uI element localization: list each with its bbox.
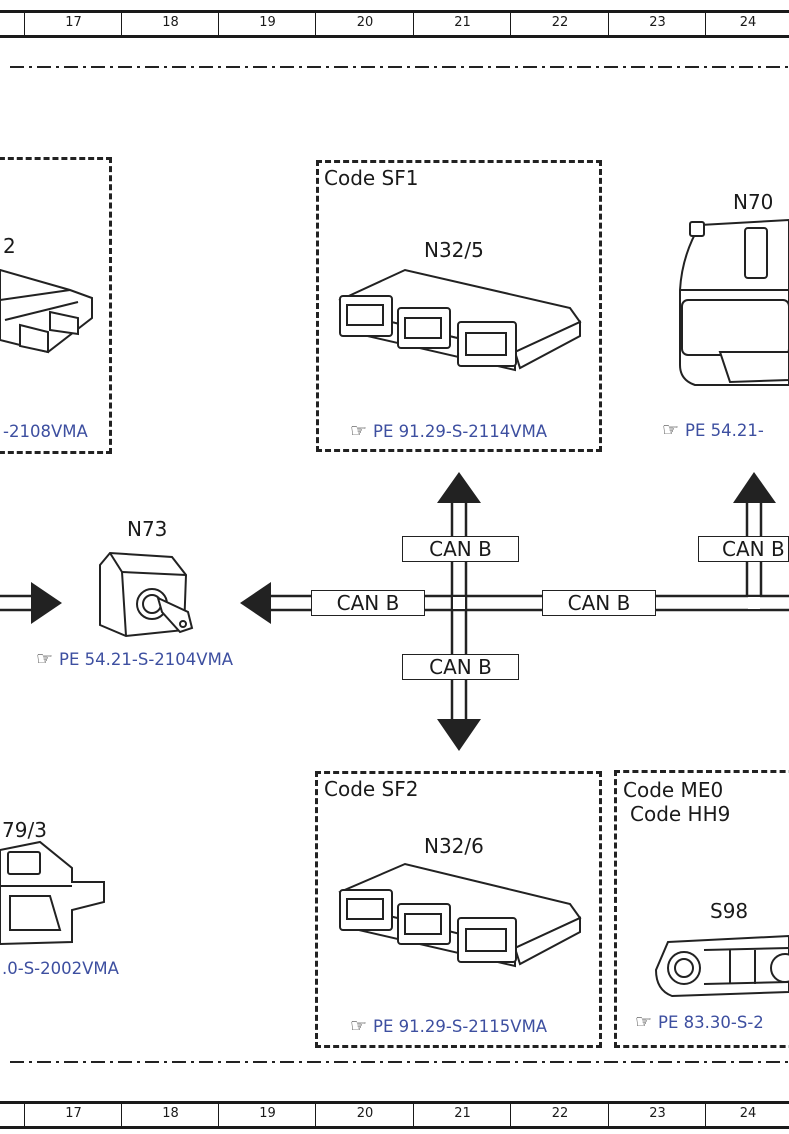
can-b-label-left: CAN B (311, 590, 425, 616)
left-bottom-module-pictogram (0, 840, 105, 946)
can-b-label-up: CAN B (402, 536, 519, 562)
pointing-hand-icon: ☞ (36, 648, 54, 670)
s98-pictogram (654, 934, 789, 998)
n70-pictogram (679, 218, 789, 386)
n32-5-component-box (316, 160, 602, 452)
n73-name-label: N73 (127, 517, 168, 541)
n32-6-name-label: N32/6 (424, 834, 484, 858)
n32-6-pictogram (338, 862, 582, 968)
n32-6-component-box (315, 771, 602, 1048)
ruler-cell: 17 (24, 13, 122, 35)
ruler-cell: 23 (608, 1104, 706, 1126)
ruler-cell: 20 (315, 1104, 414, 1126)
s98-code-label-1: Code ME0 (623, 778, 724, 802)
n32-5-pictogram (338, 268, 582, 372)
ruler-cell: 18 (121, 1104, 219, 1126)
ruler-cell: 22 (510, 13, 609, 35)
arrow-up-n32-5 (437, 472, 481, 503)
n73-reference-text: PE 54.21-S-2104VMA (59, 650, 234, 669)
ruler-cell: 19 (218, 13, 316, 35)
ruler-cell: 20 (315, 13, 414, 35)
ruler-cell: 18 (121, 13, 219, 35)
pointing-hand-icon: ☞ (350, 420, 368, 442)
arrow-up-n70 (733, 472, 776, 503)
arrow-down-n32-6 (437, 719, 481, 751)
can-b-label-far-right: CAN B (698, 536, 789, 562)
left-top-reference-link[interactable]: -2108VMA (3, 422, 88, 441)
s98-code-label-2: Code HH9 (630, 802, 731, 826)
s98-component-box (614, 770, 789, 1048)
bottom-column-ruler: 17 18 19 20 21 22 23 24 (0, 1101, 789, 1129)
s98-reference-text: PE 83.30-S-2 (658, 1013, 764, 1032)
left-top-module-pictogram (0, 268, 93, 354)
n32-6-reference-text: PE 91.29-S-2115VMA (373, 1017, 548, 1036)
can-b-label-right: CAN B (542, 590, 656, 616)
s98-name-label: S98 (710, 899, 749, 923)
ruler-cell: 22 (510, 1104, 609, 1126)
ruler-cell: 24 (705, 13, 789, 35)
pointing-hand-icon: ☞ (635, 1011, 653, 1033)
n32-6-reference-link[interactable]: ☞ PE 91.29-S-2115VMA (350, 1015, 547, 1037)
can-b-label-down: CAN B (402, 654, 519, 680)
pointing-hand-icon: ☞ (350, 1015, 368, 1037)
n70-reference-text: PE 54.21- (685, 421, 764, 440)
n73-pictogram (99, 551, 194, 638)
n70-reference-link[interactable]: ☞ PE 54.21- (662, 419, 764, 441)
n32-5-reference-link[interactable]: ☞ PE 91.29-S-2114VMA (350, 420, 547, 442)
ruler-cell: 21 (413, 13, 511, 35)
n32-5-reference-text: PE 91.29-S-2114VMA (373, 422, 548, 441)
arrow-right-left-module (31, 582, 62, 624)
ruler-cell: 17 (24, 1104, 122, 1126)
ruler-cell: 24 (705, 1104, 789, 1126)
top-column-ruler: 17 18 19 20 21 22 23 24 (0, 10, 789, 38)
n70-name-label: N70 (733, 190, 774, 214)
left-top-reference-text: -2108VMA (3, 422, 88, 441)
ruler-cell: 23 (608, 13, 706, 35)
s98-reference-link[interactable]: ☞ PE 83.30-S-2 (635, 1011, 764, 1033)
left-bottom-reference-text: .0-S-2002VMA (2, 959, 119, 978)
left-top-component-box (0, 157, 112, 454)
n32-5-code-label: Code SF1 (324, 166, 419, 190)
ruler-cell: 19 (218, 1104, 316, 1126)
left-bottom-name-fragment: 79/3 (2, 818, 47, 842)
ruler-cell: 21 (413, 1104, 511, 1126)
pointing-hand-icon: ☞ (662, 419, 680, 441)
n73-reference-link[interactable]: ☞ PE 54.21-S-2104VMA (36, 648, 233, 670)
n32-6-code-label: Code SF2 (324, 777, 419, 801)
arrow-left-n73 (240, 582, 271, 624)
left-bottom-reference-link[interactable]: .0-S-2002VMA (2, 959, 119, 978)
left-top-name-fragment: 2 (3, 234, 16, 258)
n32-5-name-label: N32/5 (424, 238, 484, 262)
